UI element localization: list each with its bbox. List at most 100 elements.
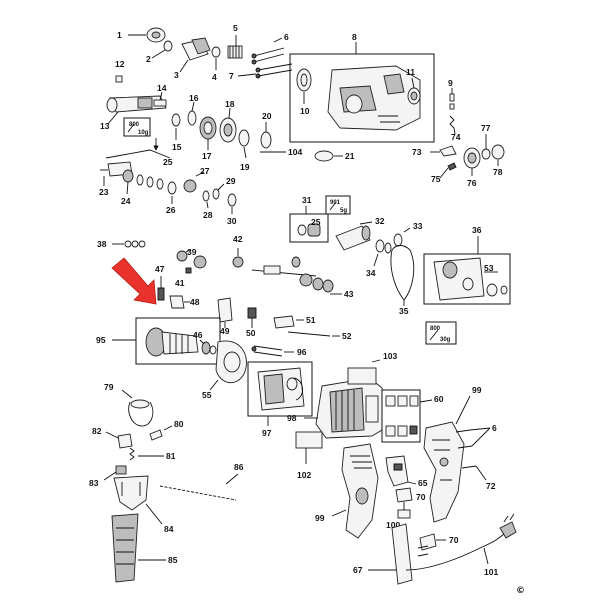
label-21: 21: [345, 151, 355, 161]
label-4: 4: [212, 72, 217, 82]
part-47-spring: [157, 276, 165, 301]
label-43: 43: [344, 289, 354, 299]
label-104: 104: [288, 147, 302, 157]
part-100-cap: [397, 502, 411, 519]
label-31: 31: [302, 195, 312, 205]
part-67-cord-guard: [368, 523, 413, 585]
part-41-key: [185, 267, 192, 274]
part-31-piston: [297, 223, 321, 237]
part-7-bolts: [237, 63, 293, 79]
part-33-ring: [393, 227, 411, 247]
part-12-pin: [115, 75, 123, 83]
part-10-seal: [296, 68, 312, 104]
label-103: 103: [383, 351, 397, 361]
label-98: 98: [287, 413, 297, 423]
part-2-ring: [151, 40, 173, 59]
label-29: 29: [226, 176, 236, 186]
part-6-screws-handle: [455, 427, 491, 469]
label-23: 23: [99, 187, 109, 197]
label-5: 5: [233, 23, 238, 33]
part-98-motor-housing: [315, 377, 383, 439]
label-18: 18: [225, 99, 235, 109]
part-75-spring: [439, 162, 457, 179]
part-85-grip: [111, 513, 166, 583]
part-101-cord: [405, 513, 517, 571]
label-55: 55: [202, 390, 212, 400]
grease-note-2: 901 5g: [325, 195, 351, 215]
label-1: 1: [117, 30, 122, 40]
label-70: 70: [416, 492, 426, 502]
part-35-belt: [390, 245, 415, 306]
label-6b: 6: [492, 423, 497, 433]
part-24-bearing: [122, 169, 134, 195]
label-76: 76: [467, 178, 477, 188]
label-42: 42: [233, 234, 243, 244]
part-51-clip: [273, 315, 304, 329]
label-38: 38: [97, 239, 107, 249]
label-16: 16: [189, 93, 199, 103]
part-42-nut: [232, 248, 244, 268]
label-15: 15: [172, 142, 182, 152]
part-38-bearings: [112, 240, 146, 248]
grease-note-2-mass: 5g: [340, 208, 347, 214]
label-83: 83: [89, 478, 99, 488]
leader-65: [407, 481, 417, 485]
part-43-armature-shaft: [251, 265, 342, 295]
part-70-clip: [395, 487, 413, 503]
label-27: 27: [200, 166, 210, 176]
label-102: 102: [297, 470, 311, 480]
label-7: 7: [229, 71, 234, 81]
part-28-washer: [202, 190, 210, 209]
label-19: 19: [240, 162, 250, 172]
armature-box: [135, 317, 221, 365]
part-95-armature: [145, 327, 217, 357]
leader-72: [475, 465, 487, 481]
piston-box: [289, 213, 329, 243]
part-97-field: [257, 367, 305, 411]
part-74-spring: [449, 115, 456, 135]
label-82: 82: [92, 426, 102, 436]
label-99a: 99: [472, 385, 482, 395]
label-13: 13: [100, 121, 110, 131]
part-70-cord-clamp: [419, 533, 446, 551]
part-48-bracket: [169, 295, 190, 309]
grease-note-1: 800 10g: [123, 117, 151, 137]
label-78: 78: [493, 167, 503, 177]
grease-note-3: 800 30g: [425, 321, 457, 345]
part-20-ring: [260, 122, 272, 149]
part-77-ring: [481, 134, 491, 160]
part-26-ring: [167, 181, 177, 204]
leader-99a: [455, 395, 471, 425]
label-52: 52: [342, 331, 352, 341]
leader-99b: [331, 509, 347, 517]
label-30: 30: [227, 216, 237, 226]
part-21-oring: [314, 150, 343, 162]
part-4-washer: [211, 46, 221, 70]
label-28: 28: [203, 210, 213, 220]
label-25b: 25: [311, 217, 321, 227]
label-100: 100: [386, 520, 400, 530]
leader-60: [419, 399, 433, 403]
part-13-spindle: [106, 95, 167, 125]
label-17: 17: [202, 151, 212, 161]
part-18-gear-large: [219, 107, 237, 143]
part-99-handle-right: [423, 421, 465, 523]
field-box: [247, 361, 313, 417]
label-34: 34: [366, 268, 376, 278]
part-96-screws: [251, 345, 294, 357]
part-17-gear: [199, 116, 217, 150]
label-2: 2: [146, 54, 151, 64]
part-73-lever: [430, 145, 457, 157]
label-9: 9: [448, 78, 453, 88]
label-25a: 25: [163, 157, 173, 167]
part-102-label: [295, 431, 323, 464]
label-65: 65: [418, 478, 428, 488]
label-33: 33: [413, 221, 423, 231]
label-51: 51: [306, 315, 316, 325]
part-19-ring: [238, 129, 250, 159]
part-65-trigger: [385, 455, 409, 487]
label-46: 46: [193, 330, 203, 340]
part-screws-lower: [417, 545, 429, 557]
part-78-cap: [491, 144, 505, 166]
part-9-pins: [449, 88, 455, 110]
